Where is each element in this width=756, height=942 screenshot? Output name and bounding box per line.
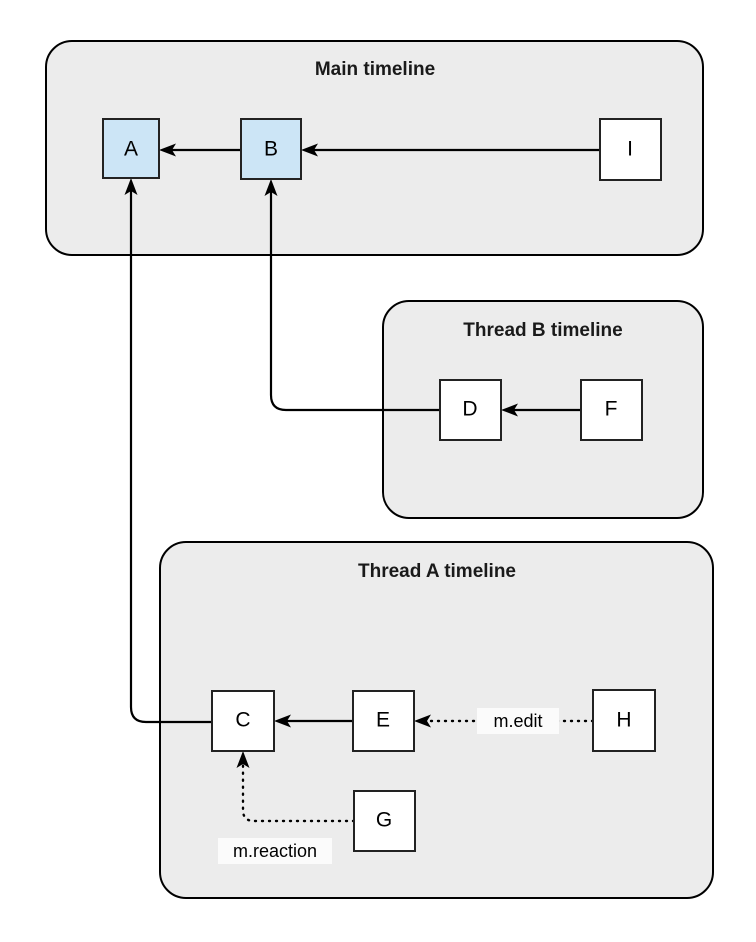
node-f[interactable]: F — [580, 379, 643, 441]
node-g-label: G — [376, 809, 392, 832]
edge-b-to-a-arrowhead — [159, 143, 176, 157]
node-d-rect — [439, 379, 502, 441]
edge-i-to-b-arrowhead — [301, 143, 318, 157]
node-g[interactable]: G — [353, 790, 416, 852]
node-e-label: E — [376, 709, 390, 732]
edge-c-to-a[interactable] — [124, 178, 213, 724]
edge-g-to-c-arrowhead — [236, 751, 250, 768]
edge-c-to-a-arrowhead — [124, 178, 138, 195]
edge-i-to-b[interactable] — [301, 143, 600, 157]
edge-c-to-a-path — [129, 190, 212, 724]
edge-b-to-a[interactable] — [159, 143, 241, 157]
edge-g-to-c-path — [241, 761, 356, 823]
container-main-timeline[interactable]: Main timeline — [45, 40, 704, 256]
edge-h-to-e-arrowhead — [414, 714, 431, 728]
node-d[interactable]: D — [439, 379, 502, 441]
node-h-rect — [592, 689, 656, 752]
node-f-label: F — [605, 398, 618, 421]
container-main-timeline-title: Main timeline — [315, 59, 435, 80]
node-g-rect — [353, 790, 416, 852]
container-main-timeline-rect — [45, 40, 704, 256]
edge-e-to-c[interactable] — [274, 714, 353, 728]
edge-g-to-c-label: m.reaction — [233, 841, 317, 861]
node-c-rect — [211, 690, 275, 752]
node-h[interactable]: H — [592, 689, 656, 752]
node-e[interactable]: E — [352, 690, 415, 752]
node-b-rect — [240, 118, 302, 180]
edge-h-to-e-label-bg — [477, 708, 559, 734]
edge-h-to-e-label: m.edit — [493, 711, 542, 731]
node-d-label: D — [462, 398, 477, 421]
node-b[interactable]: B — [240, 118, 302, 180]
container-thread-a-timeline-title: Thread A timeline — [358, 561, 516, 582]
edge-f-to-d[interactable] — [501, 403, 581, 417]
node-b-label: B — [264, 138, 278, 161]
edge-d-to-b-arrowhead — [264, 179, 278, 196]
node-f-rect — [580, 379, 643, 441]
node-h-label: H — [616, 709, 631, 732]
node-c[interactable]: C — [211, 690, 275, 752]
node-i-label: I — [627, 138, 633, 161]
edge-e-to-c-arrowhead — [274, 714, 291, 728]
node-c-label: C — [235, 709, 250, 732]
edge-d-to-b-path — [269, 191, 440, 412]
edge-h-to-e[interactable]: m.edit — [414, 708, 595, 734]
node-i[interactable]: I — [599, 118, 662, 181]
edge-d-to-b[interactable] — [264, 179, 441, 412]
node-a[interactable]: A — [102, 118, 160, 179]
edge-g-to-c-label-bg — [218, 838, 332, 864]
container-thread-b-timeline-title: Thread B timeline — [463, 320, 622, 341]
node-e-rect — [352, 690, 415, 752]
node-a-rect — [102, 118, 160, 179]
container-thread-a-timeline[interactable]: Thread A timeline — [159, 541, 714, 899]
node-a-label: A — [124, 138, 138, 161]
container-thread-a-timeline-rect — [159, 541, 714, 899]
edge-f-to-d-arrowhead — [501, 403, 518, 417]
node-i-rect — [599, 118, 662, 181]
edge-g-to-c[interactable]: m.reaction — [218, 751, 356, 864]
